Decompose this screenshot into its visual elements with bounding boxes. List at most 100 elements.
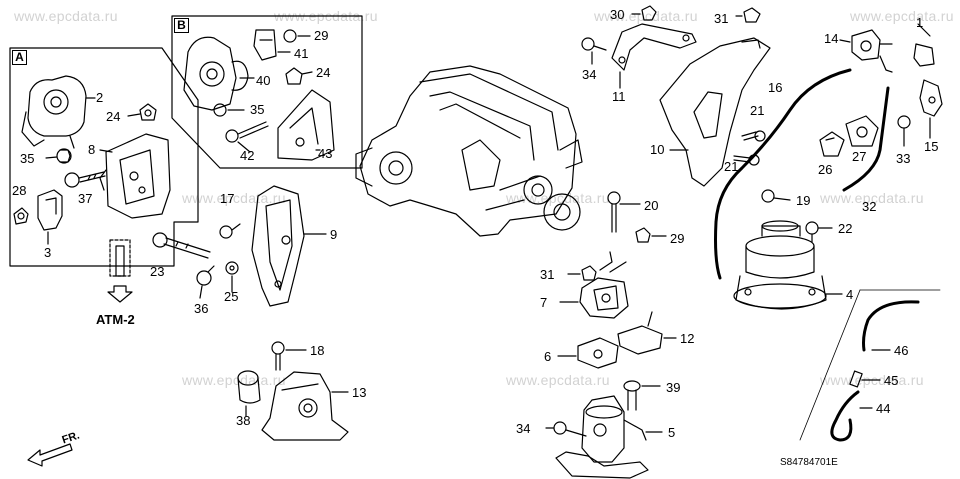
part-number[interactable]: 12 xyxy=(680,331,695,346)
part-number[interactable]: 21 xyxy=(750,103,765,118)
clip-45 xyxy=(849,370,881,388)
part-number[interactable]: 34 xyxy=(582,67,597,82)
part-number[interactable]: 42 xyxy=(240,148,255,163)
part-number[interactable]: 9 xyxy=(330,227,338,242)
part-number[interactable]: 24 xyxy=(316,65,331,80)
mount-4 xyxy=(733,220,827,310)
bracket-part xyxy=(99,133,171,219)
part-number[interactable]: 17 xyxy=(220,191,235,206)
part-number[interactable]: 19 xyxy=(796,193,811,208)
nut-28 xyxy=(13,207,29,225)
mount-5 xyxy=(555,395,649,479)
part-number[interactable]: 30 xyxy=(610,7,625,22)
watermark: www.epcdata.ru xyxy=(182,190,286,206)
part-number[interactable]: 44 xyxy=(876,401,891,416)
watermark: www.epcdata.ru xyxy=(820,190,924,206)
watermark: www.epcdata.ru xyxy=(850,8,954,24)
bolt-42 xyxy=(225,121,269,153)
part-number[interactable]: 15 xyxy=(924,139,939,154)
hose-16 xyxy=(714,68,852,280)
part-number[interactable]: 43 xyxy=(318,146,333,161)
clamp-27 xyxy=(845,115,879,147)
watermark: www.epcdata.ru xyxy=(14,8,118,24)
part-number[interactable]: 41 xyxy=(294,46,309,61)
bolt-22 xyxy=(805,221,833,243)
bolt-23 xyxy=(152,232,211,259)
hose-46 xyxy=(862,300,920,352)
part-number[interactable]: 10 xyxy=(650,142,665,157)
nut-30 xyxy=(631,5,657,21)
part-number[interactable]: 40 xyxy=(256,73,271,88)
front-arrow xyxy=(27,443,73,467)
part-number[interactable]: 29 xyxy=(314,28,329,43)
clamp-26 xyxy=(819,131,845,157)
bolt-34-a xyxy=(581,37,607,65)
part-number[interactable]: 38 xyxy=(236,413,251,428)
part-number[interactable]: 7 xyxy=(540,295,548,310)
part-number[interactable]: 16 xyxy=(768,80,783,95)
part-number[interactable]: 1 xyxy=(916,15,924,30)
bolt-35-b xyxy=(213,103,245,117)
part-number[interactable]: 6 xyxy=(544,349,552,364)
atm-reference[interactable]: ATM-2 xyxy=(96,312,135,327)
plate-12 xyxy=(617,311,677,355)
part-number[interactable]: 28 xyxy=(12,183,27,198)
bracket-11 xyxy=(611,23,697,71)
part-number[interactable]: 8 xyxy=(88,142,96,157)
part-number[interactable]: 23 xyxy=(150,264,165,279)
bracket-7 xyxy=(579,251,629,319)
part-number[interactable]: 18 xyxy=(310,343,325,358)
part-number[interactable]: 27 xyxy=(852,149,867,164)
nut-24-b xyxy=(285,67,313,85)
bracket-9 xyxy=(251,185,305,307)
part-number[interactable]: 26 xyxy=(818,162,833,177)
bracket-15 xyxy=(919,79,943,117)
part-number[interactable]: 45 xyxy=(884,373,899,388)
clamp-1 xyxy=(913,23,935,67)
engine-block xyxy=(355,65,583,237)
group-b-frame xyxy=(171,15,363,169)
part-number[interactable]: 3 xyxy=(44,245,52,260)
part-number[interactable]: 39 xyxy=(666,380,681,395)
part-number[interactable]: 13 xyxy=(352,385,367,400)
part-number[interactable]: 35 xyxy=(20,151,35,166)
sensor-3 xyxy=(37,189,63,231)
part-number[interactable]: 37 xyxy=(78,191,93,206)
group-a-frame xyxy=(9,47,199,267)
part-number[interactable]: 46 xyxy=(894,343,909,358)
part-number[interactable]: 14 xyxy=(824,31,839,46)
valve-14 xyxy=(851,29,893,73)
part-number[interactable]: 33 xyxy=(896,151,911,166)
stopper-41 xyxy=(253,29,277,61)
part-number[interactable]: 31 xyxy=(540,267,555,282)
part-number[interactable]: 32 xyxy=(862,199,877,214)
part-number[interactable]: 29 xyxy=(670,231,685,246)
bolt-35-a xyxy=(45,148,72,164)
nut-29-b xyxy=(283,29,311,43)
hose-44 xyxy=(830,390,860,442)
washer-25 xyxy=(225,261,239,293)
part-number[interactable]: 11 xyxy=(612,89,626,104)
part-number[interactable]: 22 xyxy=(838,221,853,236)
part-number[interactable]: 25 xyxy=(224,289,239,304)
part-number[interactable]: 31 xyxy=(714,11,729,26)
bolt-37 xyxy=(64,171,106,188)
bolt-17 xyxy=(219,223,241,239)
nut-31-a xyxy=(735,7,761,23)
watermark: www.epcdata.ru xyxy=(506,372,610,388)
part-number[interactable]: 34 xyxy=(516,421,531,436)
diagram-code: S84784701E xyxy=(780,457,838,468)
part-number[interactable]: 24 xyxy=(106,109,121,124)
part-number[interactable]: 5 xyxy=(668,425,676,440)
bolt-24-a xyxy=(127,103,157,121)
part-number[interactable]: 20 xyxy=(644,198,659,213)
bracket-10 xyxy=(659,37,771,187)
part-number[interactable]: 4 xyxy=(846,287,854,302)
group-label-a: A xyxy=(12,50,27,65)
part-number[interactable]: 35 xyxy=(250,102,265,117)
part-number[interactable]: 2 xyxy=(96,90,104,105)
part-number[interactable]: 21 xyxy=(724,159,739,174)
part-number[interactable]: 36 xyxy=(194,301,209,316)
